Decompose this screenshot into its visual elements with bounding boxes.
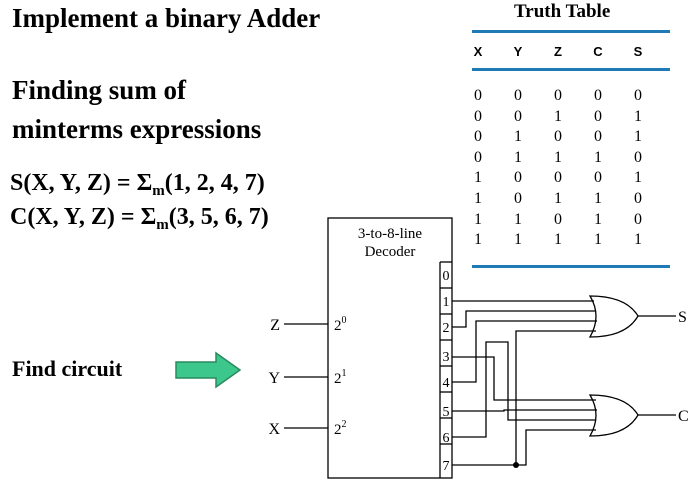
- truth-table-cell: 1: [474, 169, 482, 187]
- truth-table-cell: 0: [554, 210, 562, 228]
- truth-table-cell: 1: [634, 231, 642, 249]
- truth-table-cell: 0: [594, 107, 602, 125]
- truth-table-cell: 0: [474, 87, 482, 104]
- wire-out6: [452, 341, 596, 438]
- or-gate-sum: [588, 295, 639, 338]
- wire-out7-sum: [452, 330, 596, 466]
- truth-table-cell: 1: [474, 190, 482, 207]
- truth-table-cell: 1: [474, 231, 482, 249]
- input-z-label: Z: [270, 317, 280, 334]
- truth-table-header-z: Z: [554, 44, 562, 59]
- truth-table-cell: 0: [634, 190, 642, 207]
- output-label-4: 4: [443, 376, 450, 391]
- truth-table-header-c: C: [593, 44, 603, 59]
- heading-line-1: Finding sum of: [12, 75, 187, 105]
- right-arrow-icon: [175, 351, 242, 389]
- truth-table-cell: 0: [594, 87, 602, 104]
- truth-table-cell: 0: [554, 87, 562, 104]
- truth-table-cell: 1: [634, 128, 642, 146]
- truth-table-cell: 1: [514, 128, 522, 146]
- truth-table-bottom-rule: [472, 265, 670, 268]
- truth-table-cell: 0: [474, 107, 482, 125]
- truth-table-cell: 1: [514, 210, 522, 228]
- truth-table-cell: 1: [514, 148, 522, 166]
- truth-table-cell: 0: [594, 169, 602, 187]
- truth-table-title: Truth Table: [514, 1, 611, 22]
- truth-table-cell: 0: [634, 87, 642, 104]
- carry-expression: C(X, Y, Z) = Σm(3, 5, 6, 7): [10, 204, 269, 233]
- wire-out4: [452, 320, 597, 383]
- output-label-5: 5: [443, 405, 450, 420]
- input-x-label: X: [268, 421, 280, 438]
- output-label-6: 6: [443, 431, 450, 446]
- truth-table-cell: 0: [554, 128, 562, 146]
- truth-table-cell: 0: [514, 190, 522, 207]
- truth-table-cell: 0: [474, 148, 482, 166]
- truth-table-cell: 1: [634, 107, 642, 125]
- truth-table-cell: 0: [594, 128, 602, 146]
- find-circuit-label: Find circuit: [12, 356, 123, 381]
- truth-table-cell: 1: [554, 231, 562, 249]
- truth-table-cell: 0: [514, 107, 522, 125]
- heading-line-2: minterms expressions: [12, 114, 262, 144]
- truth-table-header-y: Y: [513, 44, 523, 59]
- truth-table-cell: 1: [514, 231, 522, 249]
- truth-table-header-rule: [472, 68, 670, 71]
- truth-table-header-s: S: [633, 44, 643, 59]
- carry-output-label: C: [678, 408, 689, 425]
- sum-expression: S(X, Y, Z) = Σm(1, 2, 4, 7): [10, 170, 265, 199]
- truth-table-cell: 0: [634, 148, 642, 166]
- output-label-1: 1: [443, 295, 450, 310]
- wire-out3: [452, 356, 596, 401]
- sum-output-label: S: [678, 309, 687, 326]
- truth-table-cell: 0: [634, 210, 642, 228]
- truth-table-header-x: X: [473, 44, 483, 59]
- output-label-3: 3: [443, 350, 450, 365]
- truth-table-cell: 0: [514, 169, 522, 187]
- wire-out2: [452, 310, 596, 328]
- output-label-2: 2: [443, 321, 450, 336]
- wire-out5: [452, 409, 597, 412]
- truth-table-cell: 0: [474, 128, 482, 146]
- wire-out7-carry: [516, 429, 596, 466]
- decoder-box: [327, 217, 453, 479]
- output-label-7: 7: [443, 459, 450, 474]
- page-title: Implement a binary Adder: [12, 3, 321, 33]
- truth-table-cell: 1: [594, 190, 602, 207]
- truth-table-cell: 1: [594, 148, 602, 166]
- truth-table-cell: 1: [594, 231, 602, 249]
- truth-table-cell: 0: [514, 87, 522, 104]
- truth-table-cell: 1: [554, 148, 562, 166]
- weight-2-2: 22: [334, 419, 347, 438]
- truth-table-cell: 1: [554, 190, 562, 207]
- truth-table-cell: 1: [594, 210, 602, 228]
- decoder-label-1: 3-to-8-line: [358, 226, 422, 242]
- input-y-label: Y: [268, 370, 280, 387]
- weight-2-1: 21: [334, 368, 347, 387]
- truth-table-cell: 1: [554, 107, 562, 125]
- truth-table-cell: 0: [554, 169, 562, 187]
- weight-2-0: 20: [334, 315, 347, 334]
- junction-dot: [513, 462, 519, 468]
- decoder-label-2: Decoder: [365, 244, 416, 260]
- truth-table-cell: 1: [474, 210, 482, 228]
- output-label-0: 0: [443, 269, 450, 284]
- truth-table-top-rule: [472, 30, 670, 33]
- truth-table-cell: 1: [634, 169, 642, 187]
- or-gate-carry: [588, 394, 639, 437]
